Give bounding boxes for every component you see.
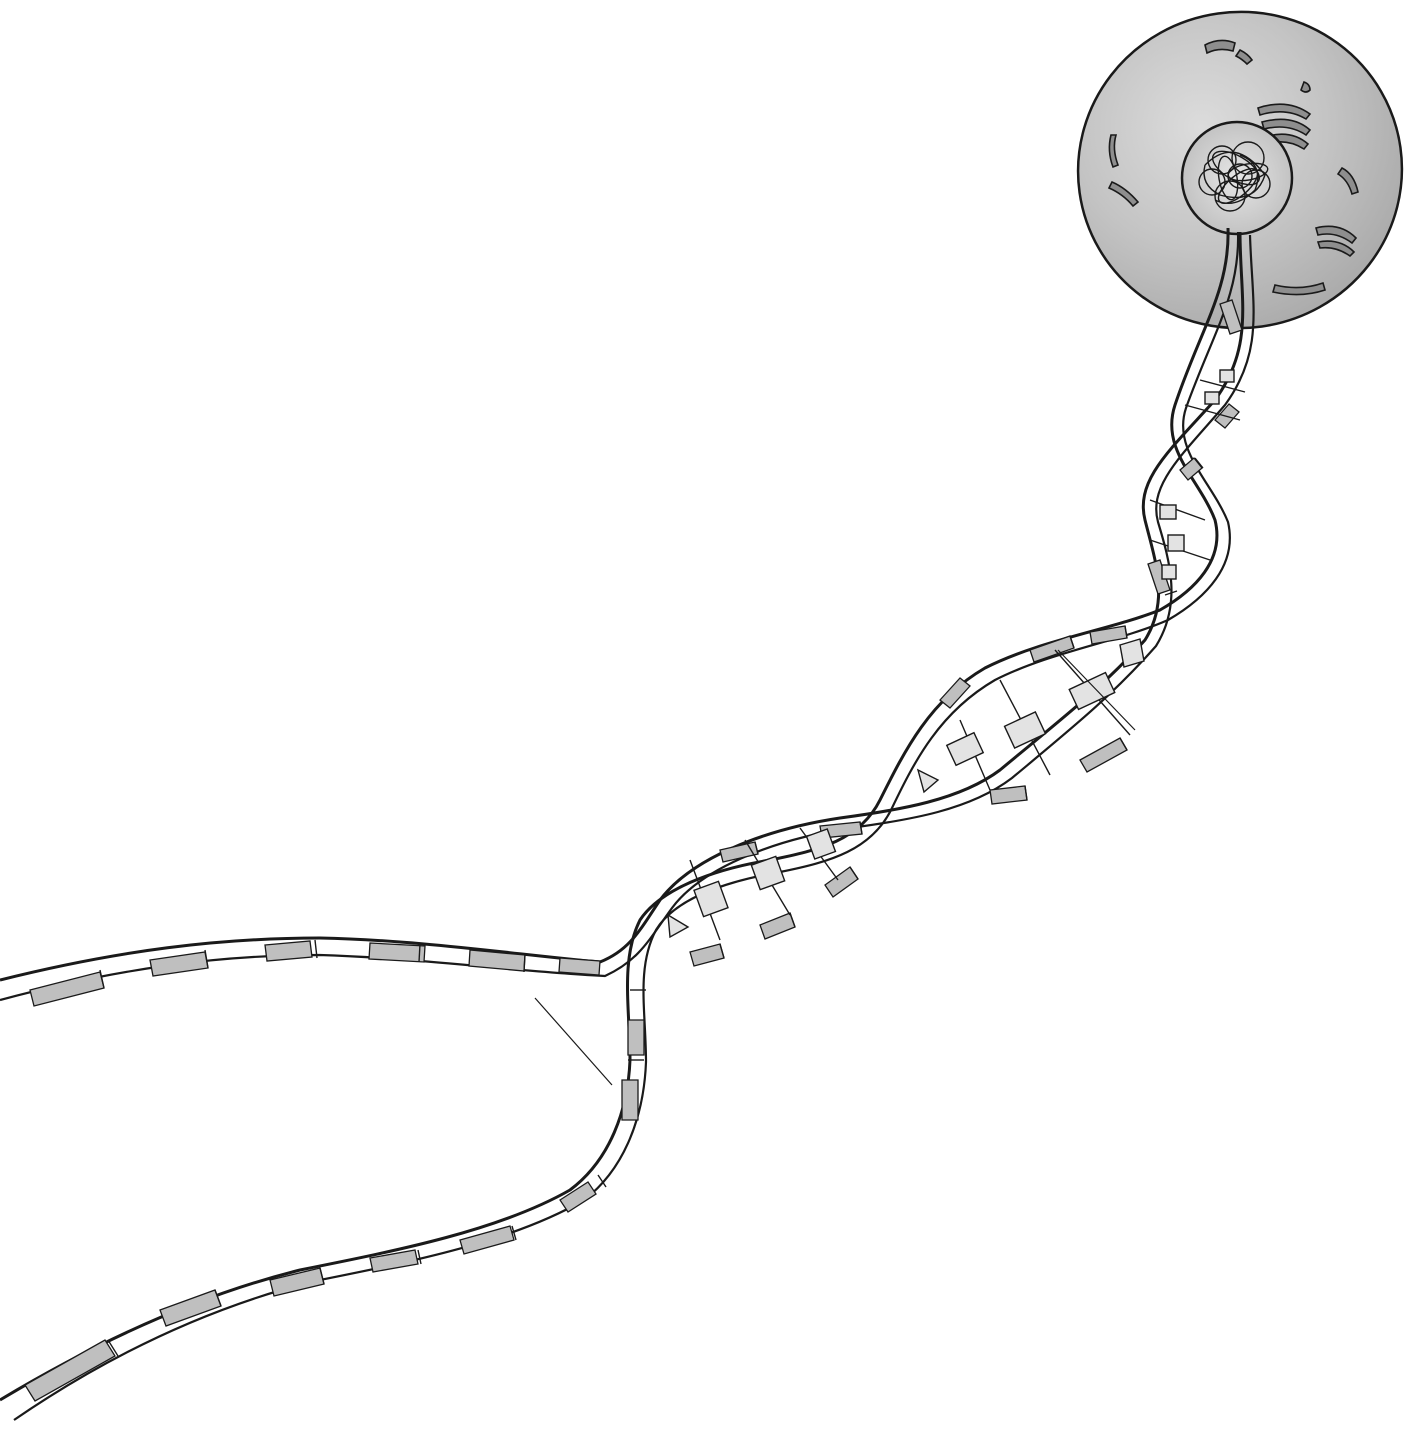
double-helix bbox=[0, 228, 1254, 1420]
helix-details bbox=[535, 650, 1135, 1085]
strand-b-outline bbox=[0, 228, 1228, 1400]
nucleus bbox=[1182, 122, 1292, 234]
cell bbox=[1058, 0, 1408, 349]
strand-a-inner bbox=[0, 235, 1254, 1000]
backbone-segments bbox=[25, 300, 1242, 1401]
strand-a-outline bbox=[0, 232, 1243, 980]
strand-b-inner bbox=[14, 232, 1238, 1420]
